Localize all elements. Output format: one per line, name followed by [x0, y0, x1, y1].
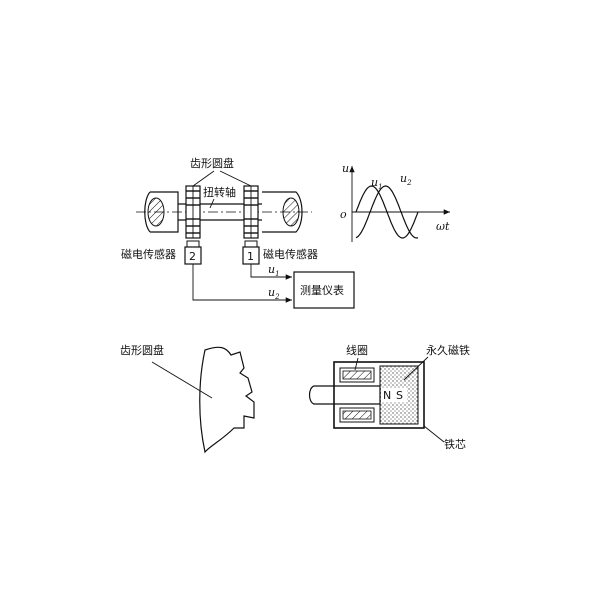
iron-core-rod	[308, 385, 381, 405]
sensor-2: 2	[184, 240, 202, 265]
pole-s: S	[396, 389, 403, 402]
origin-label: o	[340, 208, 347, 221]
toothed-disc-right	[243, 185, 259, 239]
disc-label-top: 齿形圆盘	[190, 156, 234, 170]
curve-u2-label: u2	[400, 172, 412, 187]
sensor-1: 1	[242, 240, 260, 265]
shaft-label: 扭转轴	[203, 185, 236, 199]
wire-u2	[192, 264, 292, 303]
toothed-disc-left	[185, 185, 201, 239]
sensor-cross-section: N S	[308, 361, 425, 429]
sensor-label-left: 磁电传感器	[121, 248, 176, 261]
axis-wt-label: ωt	[436, 220, 450, 233]
sensor-2-number: 2	[189, 250, 196, 263]
toothed-disc-sector	[199, 346, 255, 454]
wire-u1	[250, 264, 292, 280]
waveform-plot: u ωt o u1 u2	[340, 162, 450, 242]
signal-u2-label: u2	[268, 286, 280, 301]
meter-box	[293, 271, 355, 309]
magnet-label: 永久磁铁	[426, 343, 470, 357]
sensor-1-number: 1	[247, 250, 254, 263]
disc-label-bottom: 齿形圆盘	[120, 343, 164, 357]
meter-label: 测量仪表	[300, 283, 344, 297]
sensor-label-right: 磁电传感器	[263, 248, 318, 261]
coil-label: 线圈	[346, 343, 368, 357]
curve-u1	[355, 185, 419, 239]
axis-u-label: u	[342, 162, 349, 175]
signal-u1-label: u1	[268, 263, 280, 278]
core-label: 铁芯	[444, 437, 466, 451]
disc-leader	[151, 361, 213, 399]
pole-n: N	[383, 389, 391, 402]
curve-u1-label: u1	[371, 176, 383, 191]
curve-u2	[355, 185, 419, 239]
